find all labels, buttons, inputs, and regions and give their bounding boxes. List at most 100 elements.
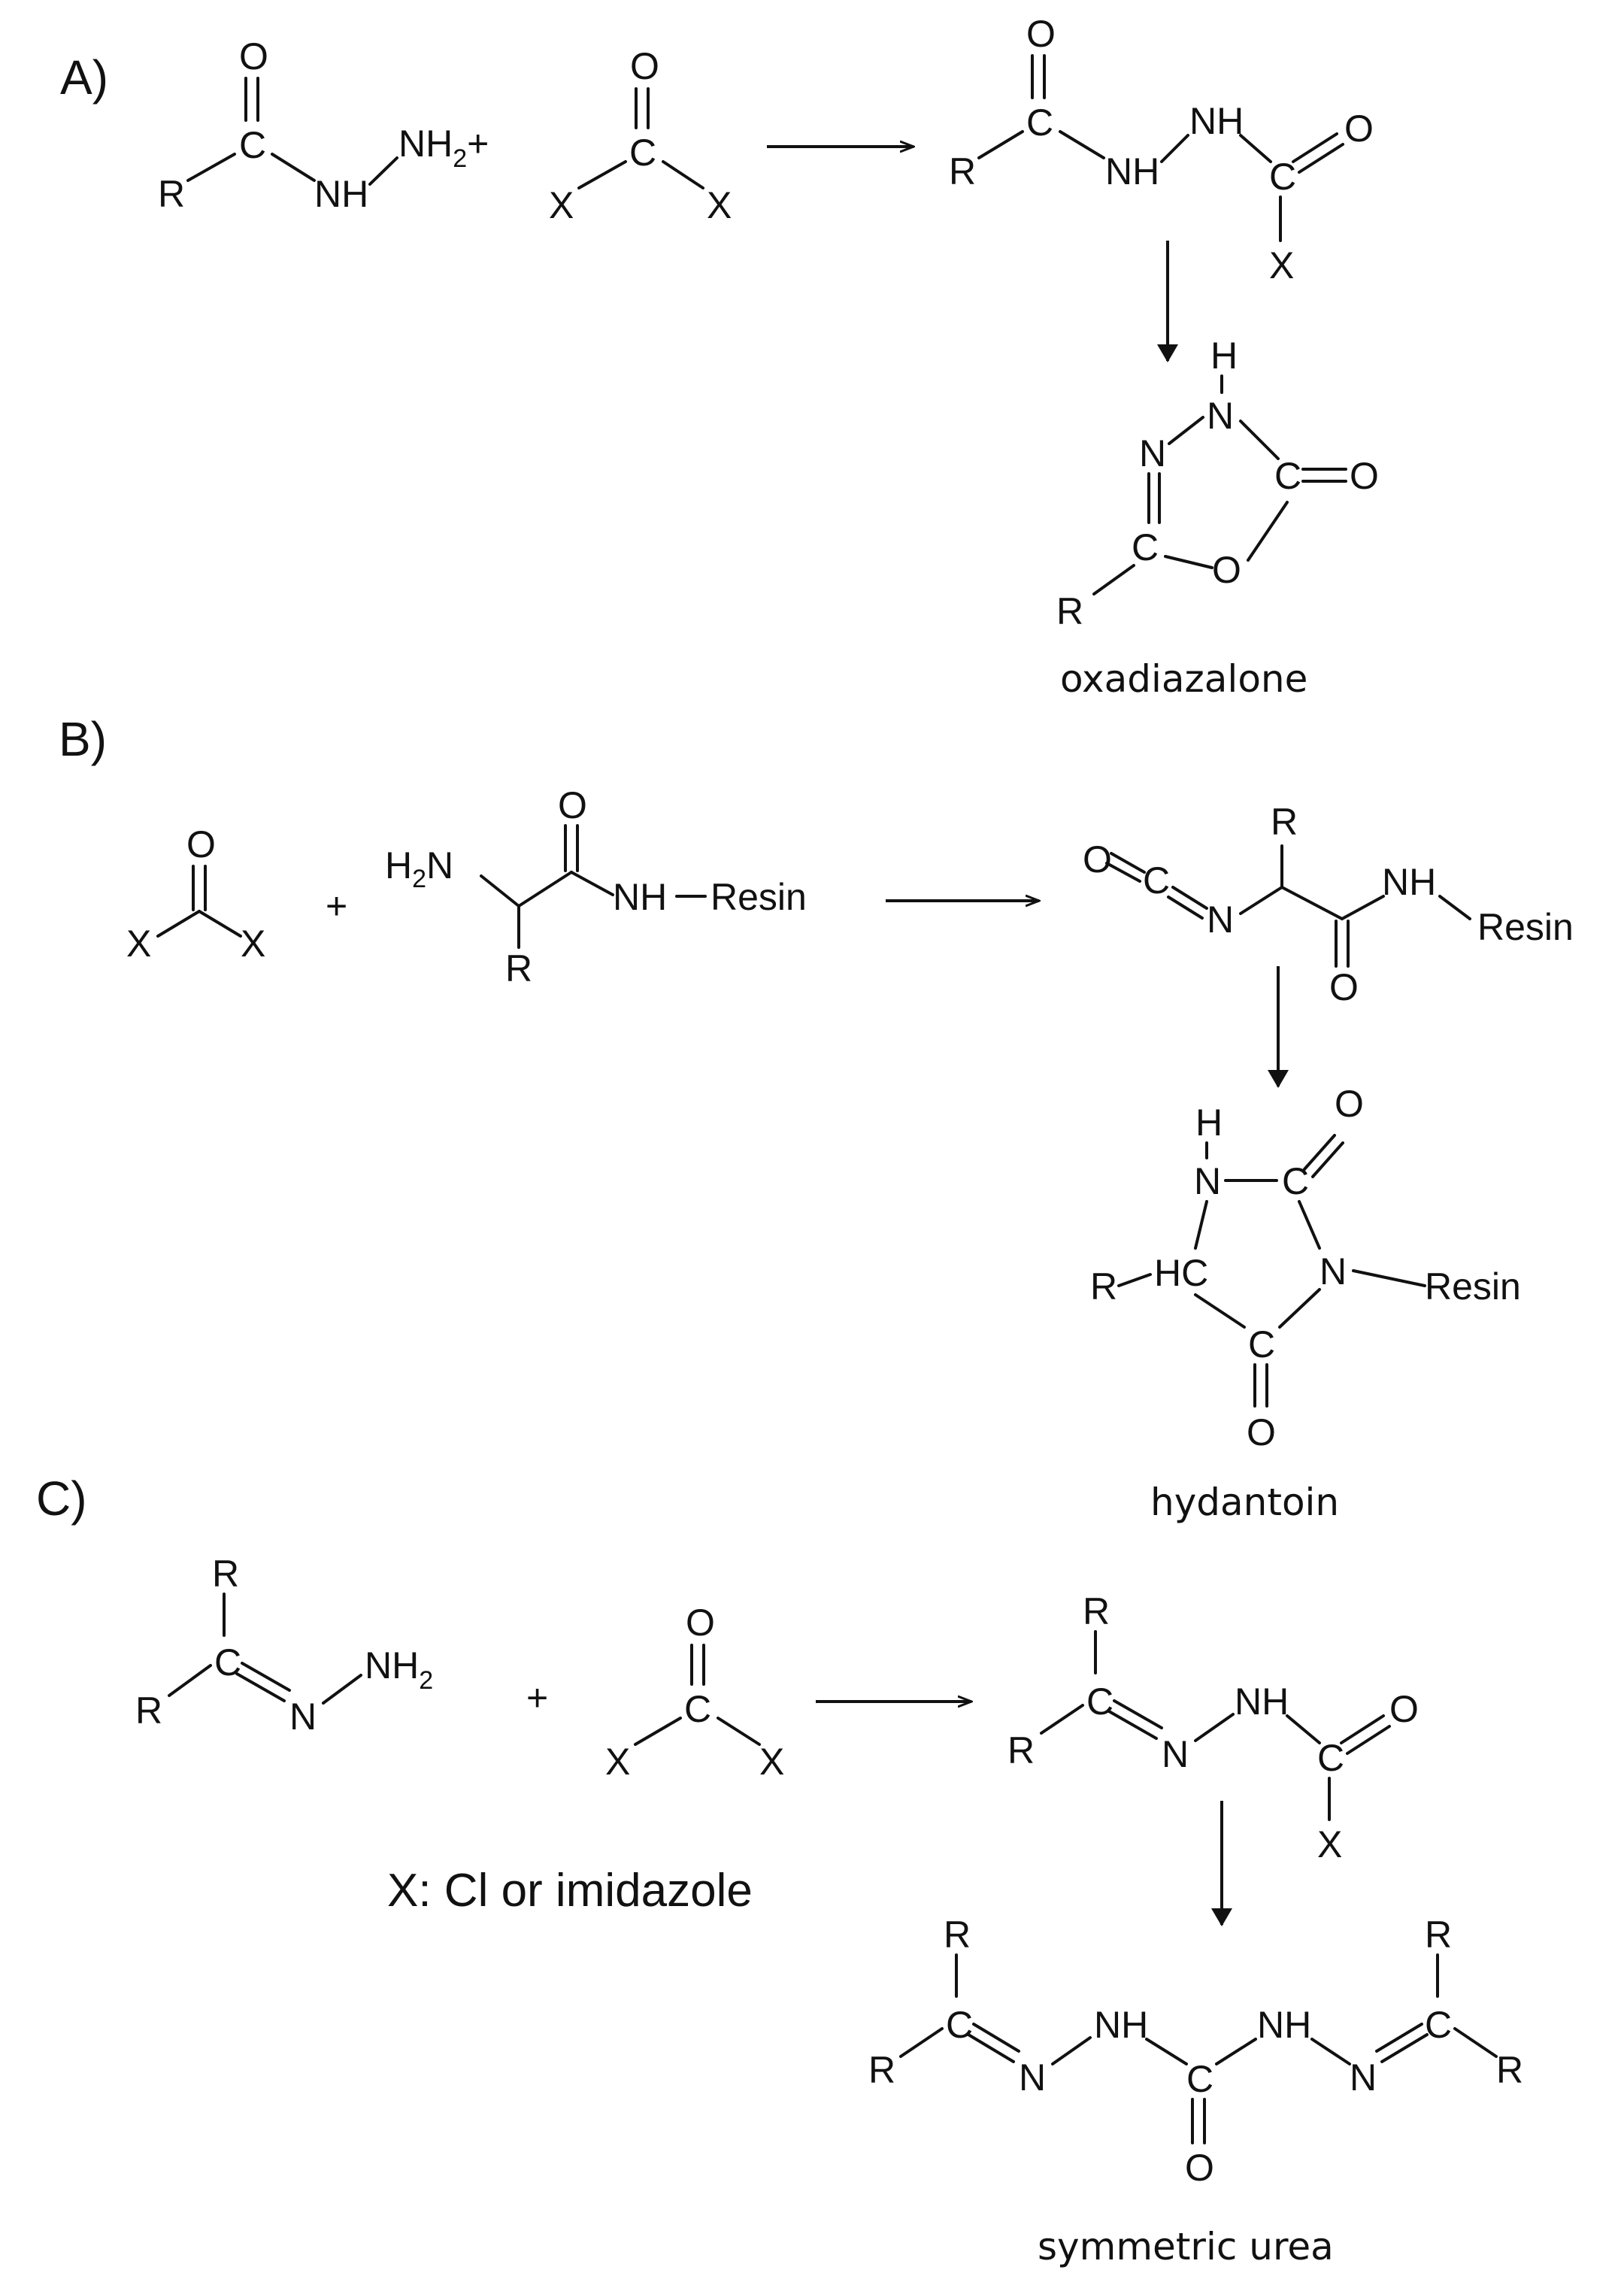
bond: [1168, 416, 1204, 445]
panel-b: B) O X X + H2N R O NH Resin: [59, 712, 1574, 1524]
atom-o: O: [239, 35, 268, 77]
atom-nh: NH: [1257, 2004, 1311, 2046]
atom-r: R: [135, 1690, 162, 1732]
atom-n: N: [289, 1696, 317, 1738]
atom-nh: NH: [1189, 100, 1244, 142]
bond: [1278, 1288, 1321, 1329]
panel-b-label: B): [59, 712, 107, 766]
double-bond: [967, 2033, 1015, 2063]
atom-c: C: [1086, 1680, 1113, 1723]
bond: [899, 2027, 944, 2058]
panel-b-isocyanate: O C N R O NH Resin: [1083, 801, 1574, 1008]
bond: [368, 156, 398, 186]
atom-c: C: [1274, 455, 1301, 497]
bond: [634, 1717, 682, 1746]
bond: [977, 130, 1024, 159]
bond: [322, 1674, 362, 1705]
atom-h: H: [1210, 335, 1238, 377]
double-bond: [1113, 1699, 1163, 1729]
atom-c: C: [1186, 2058, 1213, 2100]
bond: [1164, 555, 1213, 569]
atom-r: R: [949, 150, 976, 192]
panel-c-hydrazone: R C R N NH2: [135, 1553, 433, 1738]
atom-c: C: [1425, 2004, 1452, 2046]
atom-nh2: NH2+: [398, 123, 489, 173]
panel-c: C) R C R N NH2 + O C X X X: Cl or imidaz…: [36, 1471, 1523, 2268]
atom-x: X: [1269, 244, 1294, 286]
atom-r: R: [868, 2049, 895, 2091]
atom-c: C: [1317, 1737, 1344, 1779]
panel-b-amino-amide: H2N R O NH Resin: [385, 784, 807, 989]
bond: [1298, 1200, 1321, 1250]
bond: [717, 1717, 761, 1746]
bond: [1194, 1713, 1235, 1742]
double-bond: [1167, 896, 1204, 920]
panel-c-intermediate: R C R N NH C O X: [1007, 1590, 1419, 1865]
atom-c: C: [946, 2004, 973, 2046]
panel-c-symmetric-urea: R C R N NH C O NH N C R R: [868, 1914, 1523, 2189]
product-name: hydantoin: [1150, 1480, 1339, 1524]
double-bond: [241, 1662, 291, 1692]
atom-x: X: [707, 184, 732, 226]
atom-o: O: [1344, 108, 1374, 150]
bond: [1194, 1200, 1208, 1250]
bond: [517, 871, 573, 908]
product-name: symmetric urea: [1038, 2225, 1334, 2268]
bond: [1145, 2038, 1188, 2065]
atom-h: H: [1195, 1102, 1223, 1144]
atom-c: C: [629, 132, 656, 174]
bond: [1239, 886, 1283, 915]
bond: [1239, 134, 1272, 163]
bond: [1051, 2036, 1092, 2065]
atom-o: O: [1026, 13, 1056, 55]
bond: [480, 874, 520, 908]
bond: [198, 910, 242, 938]
panel-a-carbonyl-reagent: O C X X: [549, 45, 732, 226]
atom-o: O: [1350, 455, 1379, 497]
bond: [1310, 2038, 1351, 2065]
double-bond: [1380, 2033, 1429, 2063]
bond: [1453, 2027, 1498, 2058]
atom-o: O: [1212, 549, 1241, 591]
atom-hc: HC: [1154, 1252, 1208, 1294]
atom-nh: NH: [1235, 1680, 1289, 1723]
atom-r: R: [1496, 2049, 1523, 2091]
atom-o: O: [186, 823, 216, 865]
double-bond: [1346, 1725, 1391, 1755]
atom-nh: NH: [314, 173, 368, 215]
plus-sign: +: [526, 1677, 548, 1719]
atom-x: X: [549, 184, 574, 226]
bond: [1117, 1273, 1152, 1287]
bond: [1280, 886, 1344, 920]
atom-c: C: [1143, 859, 1170, 902]
double-bond: [1311, 1141, 1344, 1178]
resin-label: Resin: [710, 876, 807, 918]
bond: [271, 153, 316, 182]
atom-nh2: NH2: [365, 1644, 433, 1695]
atom-nh: NH: [613, 876, 667, 918]
double-bond: [1110, 852, 1146, 874]
atom-r: R: [1425, 1914, 1452, 1956]
bond: [577, 160, 627, 189]
atom-x: X: [126, 923, 151, 965]
product-name: oxadiazalone: [1060, 657, 1307, 701]
atom-o: O: [1389, 1688, 1419, 1730]
atom-x: X: [241, 923, 265, 965]
atom-n: N: [1019, 2056, 1046, 2099]
atom-r: R: [505, 947, 532, 989]
bond: [1438, 895, 1471, 920]
atom-nh: NH: [1094, 2004, 1148, 2046]
panel-a-hydrazide: O C R NH NH2+: [158, 35, 489, 215]
atom-c: C: [239, 124, 266, 166]
atom-o: O: [1247, 1411, 1276, 1453]
atom-x: X: [1317, 1823, 1342, 1865]
double-bond: [1292, 132, 1338, 163]
atom-r: R: [212, 1553, 239, 1595]
resin-label: Resin: [1425, 1265, 1521, 1308]
atom-o: O: [1083, 838, 1112, 880]
atom-h2n: H2N: [385, 844, 453, 893]
atom-n: N: [1350, 2056, 1377, 2099]
plus-sign: +: [326, 885, 347, 927]
atom-c: C: [1132, 526, 1159, 568]
